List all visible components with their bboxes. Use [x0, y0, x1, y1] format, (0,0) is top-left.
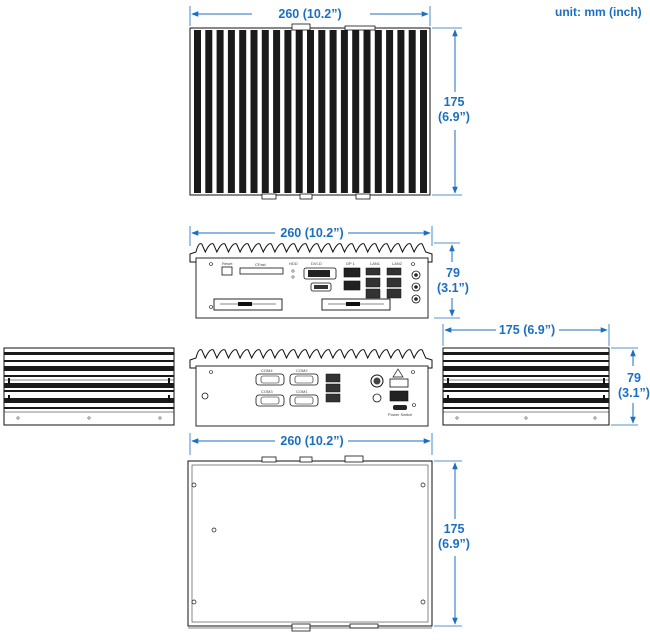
front-height-dimension: 79 (3.1”) [434, 242, 469, 319]
top-depth-dimension: 175 (6.9”) [432, 27, 470, 196]
side-height-in: (3.1”) [618, 386, 650, 400]
heatsink-fin [420, 30, 427, 193]
rear-view: COM4 COM2 COM3 COM1 Power Switch [189, 349, 433, 427]
side-view-left [3, 347, 175, 426]
front-height-mm: 79 [446, 266, 460, 280]
front-view: Reset CFast HDD DVI-D DP 1 LAN1 LAN2 [189, 243, 433, 319]
dp-port-drawing [343, 267, 361, 278]
dp-label: DP 1 [346, 261, 356, 266]
top-width-label: 260 (10.2”) [278, 7, 341, 21]
power-switch-label: Power Switch [388, 412, 412, 417]
heatsink-fin [194, 30, 201, 193]
top-width-dimension: 260 (10.2”) [189, 6, 431, 26]
com3-label: COM3 [261, 389, 273, 394]
heatsink-fin [408, 30, 416, 193]
bottom-view [187, 455, 433, 632]
heatsink-fin [386, 30, 394, 193]
heatsink-fin [363, 30, 371, 193]
hdd-label: HDD [289, 261, 298, 266]
front-height-in: (3.1”) [437, 281, 469, 295]
heatsink-fin [250, 30, 258, 193]
bottom-depth-mm: 175 [444, 522, 465, 536]
top-depth-mm: 175 [444, 95, 465, 109]
lan2-label: LAN2 [392, 261, 403, 266]
heatsink-fin [329, 30, 337, 193]
cfast-label: CFast [255, 262, 267, 267]
heatsink-fin [216, 30, 224, 193]
bottom-depth-dimension: 175 (6.9”) [434, 460, 470, 627]
bottom-width-dimension: 260 (10.2”) [189, 433, 433, 455]
top-view [189, 23, 431, 200]
com1-label: COM1 [296, 389, 308, 394]
top-depth-in: (6.9”) [438, 110, 470, 124]
com2-label: COM2 [296, 368, 308, 373]
heatsink-fin [397, 30, 405, 193]
side-view-right [442, 347, 610, 426]
heatsink-fin [307, 30, 314, 193]
front-width-dimension: 260 (10.2”) [189, 226, 433, 246]
reset-label: Reset [222, 261, 233, 266]
heatsink-fin [239, 30, 247, 193]
dvi-label: DVI-D [311, 261, 322, 266]
side-depth-dimension: 175 (6.9”) [442, 323, 610, 346]
front-width-label: 260 (10.2”) [280, 226, 343, 240]
reset-button-drawing [221, 266, 233, 276]
heatsink-fin [374, 30, 382, 193]
unit-note: unit: mm (inch) [555, 5, 642, 19]
lan2-port-drawing [386, 288, 402, 299]
heatsink-fin [205, 30, 213, 193]
heatsink-fin [352, 30, 360, 193]
heatsink-fin [273, 30, 281, 193]
heatsink-fin [227, 30, 235, 193]
bottom-width-label: 260 (10.2”) [280, 434, 343, 448]
side-height-dimension: 79 (3.1”) [611, 347, 650, 426]
heatsink-fin [261, 30, 269, 193]
side-height-mm: 79 [627, 371, 641, 385]
heatsink-fin [340, 30, 348, 193]
heatsink-fin [318, 30, 326, 193]
top-view-fins [194, 30, 427, 193]
heatsink-fin [284, 30, 292, 193]
cfast-slot-drawing [239, 267, 284, 275]
bottom-depth-in: (6.9”) [438, 537, 470, 551]
heatsink-fin [295, 30, 303, 193]
lan1-port-drawing [365, 288, 381, 299]
com4-label: COM4 [261, 368, 273, 373]
side-depth-label: 175 (6.9”) [499, 323, 555, 337]
lan1-label: LAN1 [370, 261, 381, 266]
